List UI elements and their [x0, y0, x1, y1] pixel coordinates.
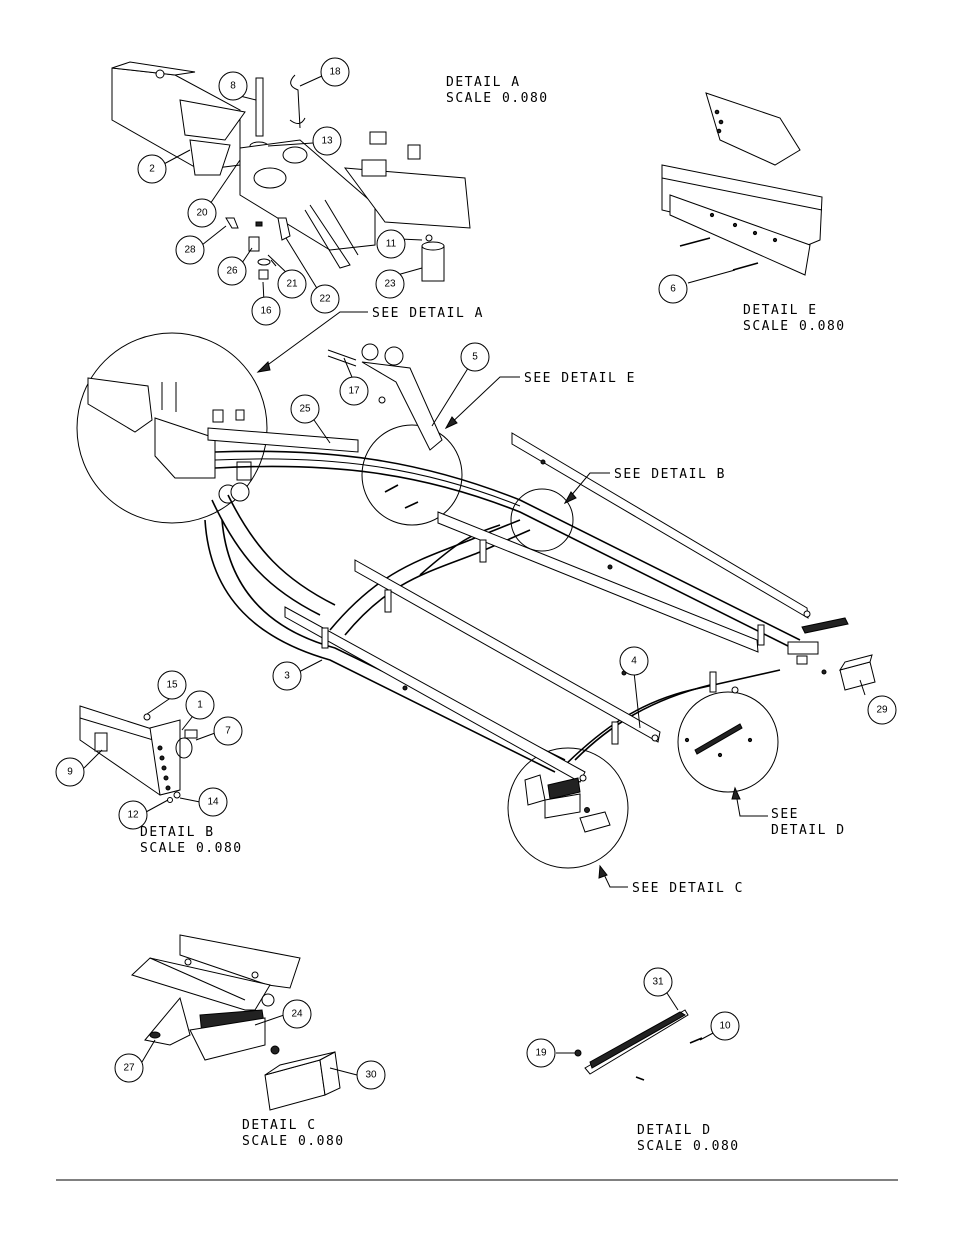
detail-d-drawing: [574, 1009, 703, 1081]
balloon-3: 3: [272, 661, 302, 691]
balloon-11: 11: [376, 229, 406, 259]
rear-step-pad: [801, 617, 849, 634]
detail-a-circle: [76, 332, 268, 524]
svg-text:31: 31: [652, 977, 664, 988]
detail-d-circle: [677, 691, 779, 793]
svg-text:10: 10: [719, 1021, 731, 1032]
detail-b-title: DETAIL B: [140, 825, 215, 840]
svg-text:12: 12: [127, 810, 139, 821]
balloon-31: 31: [643, 967, 673, 997]
balloon-2: 2: [137, 154, 167, 184]
svg-text:20: 20: [196, 208, 208, 219]
balloon-17: 17: [339, 376, 369, 406]
bunk-4: [284, 606, 586, 783]
balloon-7: 7: [213, 716, 243, 746]
svg-text:18: 18: [329, 67, 341, 78]
svg-text:21: 21: [286, 279, 298, 290]
svg-text:15: 15: [166, 680, 178, 691]
svg-text:22: 22: [319, 294, 331, 305]
svg-text:23: 23: [384, 279, 396, 290]
balloon-16: 16: [251, 296, 281, 326]
bunk-rear: [511, 432, 809, 619]
svg-text:11: 11: [386, 239, 397, 250]
detail-e-drawing: [661, 92, 823, 276]
balloon-30: 30: [356, 1060, 386, 1090]
svg-text:28: 28: [184, 245, 196, 256]
balloon-24: 24: [282, 999, 312, 1029]
svg-text:27: 27: [123, 1063, 135, 1074]
balloon-14: 14: [198, 787, 228, 817]
balloon-1: 1: [185, 690, 215, 720]
balloon-26: 26: [217, 256, 247, 286]
svg-text:17: 17: [348, 386, 360, 397]
detail-e-circle: [361, 424, 463, 526]
balloon-8: 8: [218, 71, 248, 101]
bunk-3: [354, 559, 661, 743]
balloon-19: 19: [526, 1038, 556, 1068]
balloon-6: 6: [658, 274, 688, 304]
svg-text:3: 3: [284, 671, 290, 682]
detail-a-title: DETAIL A: [446, 75, 521, 90]
balloon-13: 13: [312, 126, 342, 156]
balloon-21: 21: [277, 269, 307, 299]
balloon-20: 20: [187, 198, 217, 228]
svg-text:25: 25: [299, 404, 311, 415]
detail-d-scale: SCALE 0.080: [637, 1139, 740, 1154]
detail-e-title: DETAIL E: [743, 303, 818, 318]
svg-text:24: 24: [291, 1009, 303, 1020]
svg-text:16: 16: [260, 306, 272, 317]
svg-text:26: 26: [226, 266, 238, 277]
balloon-28: 28: [175, 235, 205, 265]
balloon-15: 15: [157, 670, 187, 700]
detail-b-scale: SCALE 0.080: [140, 841, 243, 856]
svg-text:4: 4: [631, 656, 637, 667]
balloon-9: 9: [55, 757, 85, 787]
see-detail-b-label: SEE DETAIL B: [614, 467, 726, 482]
svg-text:14: 14: [207, 797, 219, 808]
svg-text:6: 6: [670, 284, 676, 295]
detail-c-drawing: [131, 934, 341, 1111]
balloon-4: 4: [619, 646, 649, 676]
balloon-23: 23: [375, 269, 405, 299]
detail-c-scale: SCALE 0.080: [242, 1134, 345, 1149]
balloon-10: 10: [710, 1011, 740, 1041]
svg-text:30: 30: [365, 1070, 377, 1081]
detail-b-circle: [510, 488, 574, 552]
svg-text:7: 7: [225, 726, 231, 737]
balloon-25: 25: [290, 394, 320, 424]
leader-lines: [83, 75, 866, 1076]
balloon-27: 27: [114, 1053, 144, 1083]
see-detail-e-label: SEE DETAIL E: [524, 371, 636, 386]
detail-c-title: DETAIL C: [242, 1118, 317, 1133]
balloon-29: 29: [867, 695, 897, 725]
see-detail-d-label-1: SEE: [771, 807, 799, 822]
detail-a-drawing: [111, 61, 471, 282]
main-frame-drawing: [76, 332, 876, 869]
balloon-22: 22: [310, 284, 340, 314]
svg-text:19: 19: [535, 1048, 547, 1059]
bunk-2: [437, 511, 759, 653]
svg-text:1: 1: [197, 700, 203, 711]
detail-c-circle: [507, 747, 629, 869]
svg-text:8: 8: [230, 81, 236, 92]
svg-text:13: 13: [321, 136, 333, 147]
detail-b-drawing: [79, 705, 198, 803]
see-detail-c-label: SEE DETAIL C: [632, 881, 744, 896]
balloon-18: 18: [320, 57, 350, 87]
detail-d-title: DETAIL D: [637, 1123, 712, 1138]
detail-a-scale: SCALE 0.080: [446, 91, 549, 106]
see-detail-d-label-2: DETAIL D: [771, 823, 846, 838]
svg-text:5: 5: [472, 352, 478, 363]
balloon-5: 5: [460, 342, 490, 372]
svg-text:29: 29: [876, 705, 888, 716]
detail-e-scale: SCALE 0.080: [743, 319, 846, 334]
svg-text:2: 2: [149, 164, 155, 175]
see-detail-a-label: SEE DETAIL A: [372, 306, 484, 321]
svg-text:9: 9: [67, 767, 73, 778]
balloon-12: 12: [118, 800, 148, 830]
